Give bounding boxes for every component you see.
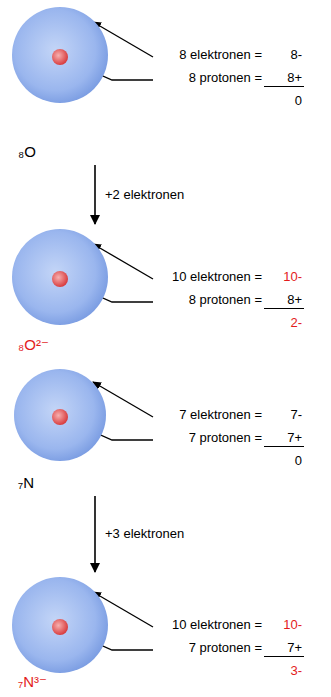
atom-symbol: ₇N: [18, 474, 34, 492]
nucleus: [52, 49, 68, 65]
electron-cloud: [14, 369, 106, 461]
proton-count: 8 protonen =: [189, 70, 262, 86]
net-charge: 0: [295, 93, 302, 109]
atom: ₇N: [10, 367, 110, 492]
electron-cloud: [12, 577, 108, 673]
net-charge: 3-: [290, 663, 302, 679]
electron-count: 7 elektronen =: [179, 407, 262, 423]
atom-symbol: ₈O²⁻: [18, 336, 49, 354]
proton-count: 7 protonen =: [189, 430, 262, 446]
arrow-label: +3 elektronen: [105, 526, 184, 542]
electron-cloud: [12, 7, 108, 103]
electron-charge: 10-: [283, 617, 302, 633]
proton-charge: 7+: [264, 430, 304, 447]
electron-charge: 10-: [283, 269, 302, 285]
proton-count: 7 protonen =: [189, 640, 262, 656]
reaction-arrow: [94, 496, 96, 572]
atom-symbol: ₇N³⁻: [18, 673, 47, 691]
atom-shape: [10, 5, 110, 161]
atom: ₇N³⁻: [10, 575, 110, 691]
atom: ₈O: [10, 5, 110, 161]
nucleus: [52, 409, 68, 425]
net-charge: 0: [295, 453, 302, 469]
electron-count: 10 elektronen =: [172, 269, 262, 285]
proton-count: 8 protonen =: [189, 292, 262, 308]
atom-shape: [10, 227, 110, 354]
atom: ₈O²⁻: [10, 227, 110, 354]
proton-charge: 7+: [264, 640, 304, 657]
proton-charge: 8+: [264, 292, 304, 309]
net-charge: 2-: [290, 315, 302, 331]
atom-symbol: ₈O: [18, 143, 36, 161]
nucleus: [52, 271, 68, 287]
electron-charge: 8-: [290, 47, 302, 63]
arrow-label: +2 elektronen: [105, 187, 184, 203]
atom-shape: [10, 367, 110, 492]
nucleus: [52, 619, 68, 635]
electron-count: 10 elektronen =: [172, 617, 262, 633]
reaction-arrow: [94, 165, 96, 224]
electron-charge: 7-: [290, 407, 302, 423]
proton-charge: 8+: [264, 70, 304, 87]
electron-cloud: [12, 229, 108, 325]
electron-count: 8 elektronen =: [179, 47, 262, 63]
